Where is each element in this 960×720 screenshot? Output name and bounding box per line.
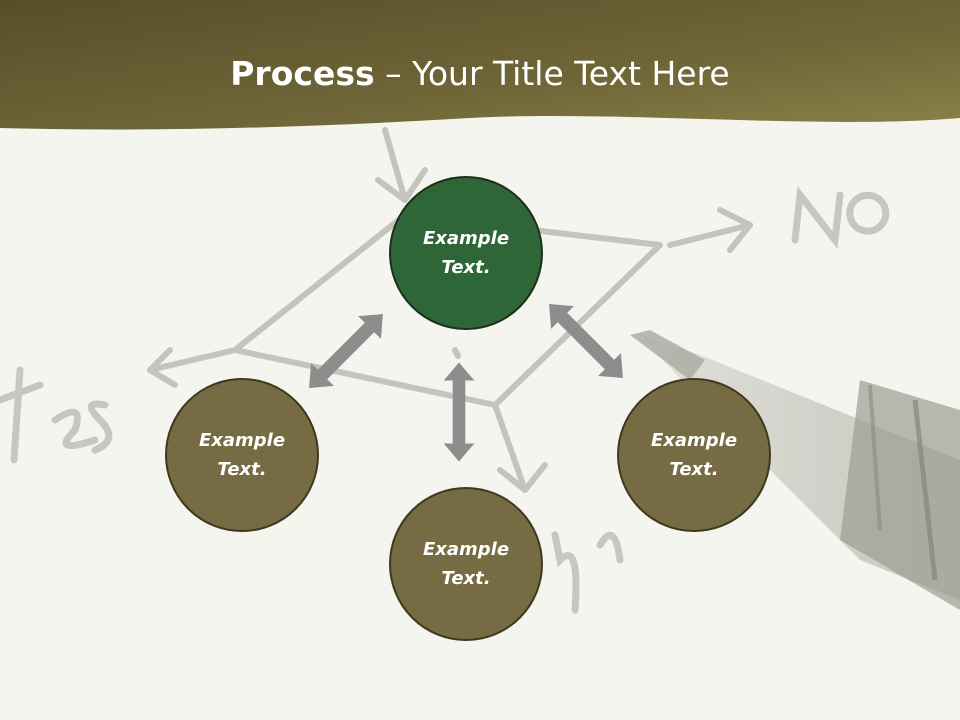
node-bottom[interactable]: Example Text. xyxy=(389,487,543,641)
arrow-bottom-connector xyxy=(443,362,475,462)
node-right[interactable]: Example Text. xyxy=(617,378,771,532)
node-center-label: Example Text. xyxy=(422,228,510,278)
node-center[interactable]: Example Text. xyxy=(389,176,543,330)
arrow-right-connector xyxy=(537,292,635,390)
node-left-label: Example Text. xyxy=(198,430,286,480)
sketch-handwriting xyxy=(0,186,890,614)
arrow-left-connector xyxy=(297,302,395,400)
node-bottom-label: Example Text. xyxy=(422,539,510,589)
slide-title: Process – Your Title Text Here xyxy=(0,52,960,96)
sketch-lines xyxy=(147,127,753,493)
node-right-label: Example Text. xyxy=(650,430,738,480)
title-rest: Your Title Text Here xyxy=(412,54,730,93)
title-bold: Process xyxy=(230,54,375,93)
header-band xyxy=(0,0,960,130)
node-left[interactable]: Example Text. xyxy=(165,378,319,532)
title-separator: – xyxy=(374,54,413,93)
